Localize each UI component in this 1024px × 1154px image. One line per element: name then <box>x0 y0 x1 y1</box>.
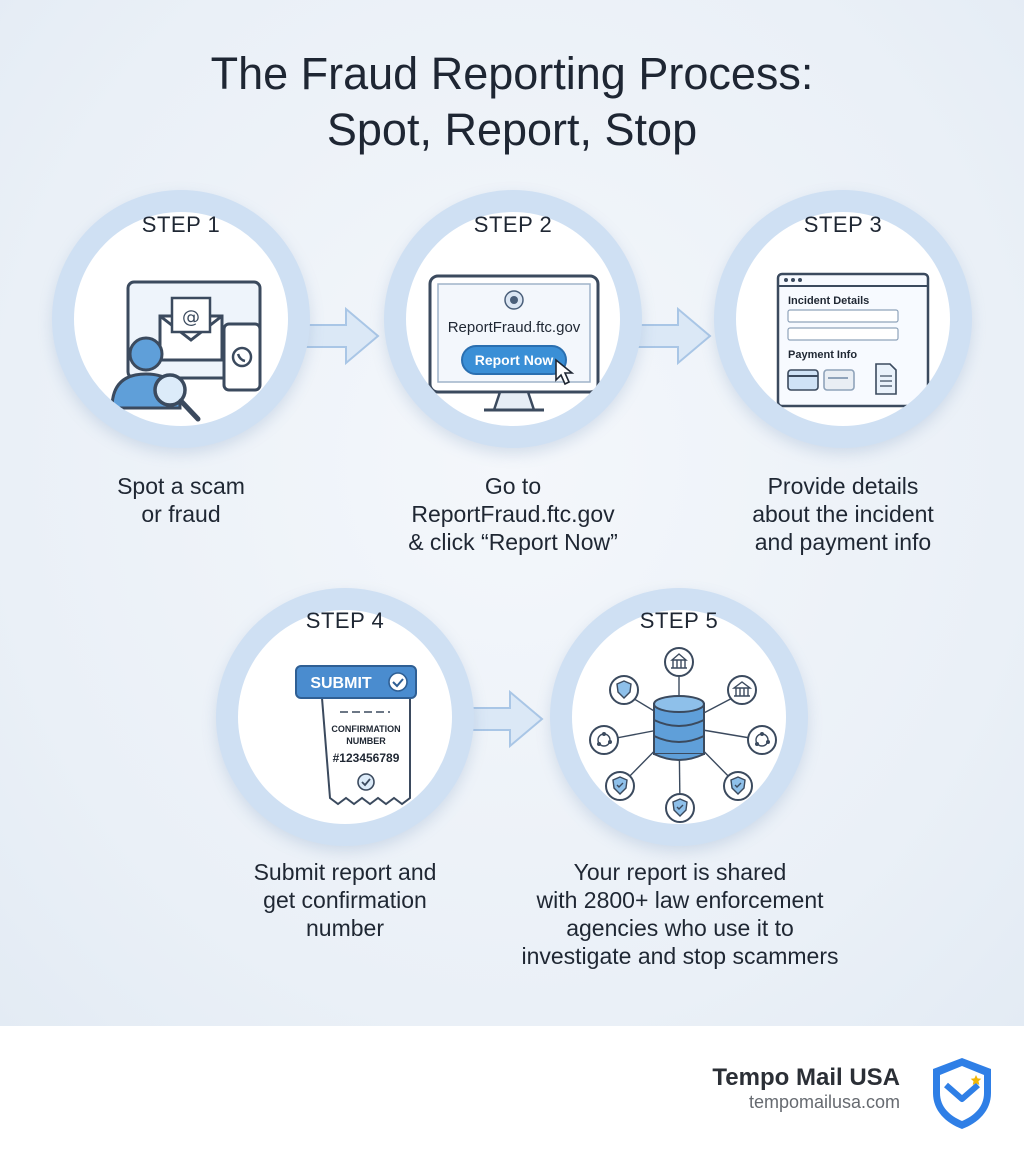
receipt-number-line: NUMBER <box>346 736 386 746</box>
step-4-label: STEP 4 <box>305 608 385 633</box>
submit-label: SUBMIT <box>310 675 372 692</box>
page-title: The Fraud Reporting Process: Spot, Repor… <box>0 46 1024 158</box>
title-line-1: The Fraud Reporting Process: <box>210 48 814 99</box>
caption-line: number <box>306 915 384 941</box>
footer-url[interactable]: tempomailusa.com <box>748 1092 900 1112</box>
police-badge-icon <box>609 675 639 705</box>
caption-line: & click “Report Now” <box>408 529 618 555</box>
step-2-label: STEP 2 <box>473 212 553 237</box>
step-4-caption: Submit report and get confirmation numbe… <box>216 858 474 942</box>
arrow-step1-to-step2 <box>299 306 380 366</box>
ftc-seal-icon <box>504 290 524 310</box>
step-2-caption: Go to ReportFraud.ftc.gov & click “Repor… <box>372 472 654 556</box>
step-5-label: STEP 5 <box>639 608 719 633</box>
report-now-label: Report Now <box>475 352 554 368</box>
phone-icon <box>222 322 262 392</box>
arrow-step4-to-step5 <box>463 689 544 749</box>
shield-icon-bottom <box>665 793 695 823</box>
svg-text:@: @ <box>182 307 200 328</box>
submit-receipt-illustration: CONFIRMATION NUMBER #123456789 SUBMIT <box>295 665 417 806</box>
caption-line: investigate and stop scammers <box>521 943 839 969</box>
credit-card-icon <box>787 369 819 391</box>
caption-line: agencies who use it to <box>566 915 794 941</box>
step-3-caption: Provide details about the incident and p… <box>700 472 986 556</box>
caption-line: Go to <box>484 473 542 499</box>
title-line-2: Spot, Report, Stop <box>326 104 698 155</box>
step-4-circle: CONFIRMATION NUMBER #123456789 SUBMIT <box>216 588 474 846</box>
details-form-illustration: Incident Details Payment Info <box>776 272 930 408</box>
scam-detection-illustration: @ <box>110 280 262 422</box>
brand-shield-logo-icon <box>933 1058 991 1129</box>
mouse-cursor-icon <box>555 358 575 386</box>
arrow-step2-to-step3 <box>631 306 712 366</box>
caption-line: Provide details <box>767 473 919 499</box>
submit-button[interactable] <box>295 665 417 699</box>
caption-line: with 2800+ law enforcement <box>536 887 824 913</box>
incident-details-heading: Incident Details <box>788 295 869 307</box>
shield-icon-left <box>605 771 635 801</box>
magnifying-glass-icon <box>153 373 201 422</box>
step-1-circle: @ <box>52 190 310 448</box>
background-panel <box>0 0 1024 1026</box>
caption-line: ReportFraud.ftc.gov <box>411 501 615 527</box>
caption-line: Spot a scam <box>117 473 245 499</box>
step-3-label: STEP 3 <box>803 212 883 237</box>
step-1-caption: Spot a scam or fraud <box>52 472 310 528</box>
caption-line: Your report is shared <box>573 859 787 885</box>
website-monitor-illustration: ReportFraud.ftc.gov Report Now <box>428 274 600 412</box>
network-node-icon-left <box>589 725 619 755</box>
submit-check-icon <box>388 672 408 692</box>
incident-field-2[interactable] <box>787 327 899 341</box>
check-circle-icon <box>357 773 375 791</box>
incident-field-1[interactable] <box>787 309 899 323</box>
step-5-circle <box>550 588 808 846</box>
step-1-label: STEP 1 <box>141 212 221 237</box>
caption-line: and payment info <box>754 529 932 555</box>
bank-card-icon <box>823 369 855 391</box>
receipt-icon <box>320 697 411 806</box>
capitol-building-icon <box>664 647 694 677</box>
step-2-circle: ReportFraud.ftc.gov Report Now <box>384 190 642 448</box>
caption-line: Submit report and <box>253 859 437 885</box>
shield-icon-right <box>723 771 753 801</box>
step-3-circle: Incident Details Payment Info <box>714 190 972 448</box>
document-icon <box>875 363 897 395</box>
payment-info-heading: Payment Info <box>788 349 857 361</box>
database-icon <box>653 695 705 761</box>
confirmation-number: #123456789 <box>333 751 400 765</box>
bank-building-icon <box>727 675 757 705</box>
caption-line: about the incident <box>752 501 934 527</box>
caption-line: get confirmation <box>263 887 427 913</box>
report-now-button[interactable] <box>461 345 567 375</box>
receipt-confirmation-line: CONFIRMATION <box>331 724 400 734</box>
footer-brand-name: Tempo Mail USA <box>712 1064 900 1091</box>
network-node-icon-right <box>747 725 777 755</box>
screen-url-text: ReportFraud.ftc.gov <box>448 319 581 336</box>
caption-line: or fraud <box>141 501 221 527</box>
agency-network-illustration <box>589 647 777 823</box>
step-5-caption: Your report is shared with 2800+ law enf… <box>500 858 860 970</box>
email-envelope-icon: @ <box>158 296 224 362</box>
